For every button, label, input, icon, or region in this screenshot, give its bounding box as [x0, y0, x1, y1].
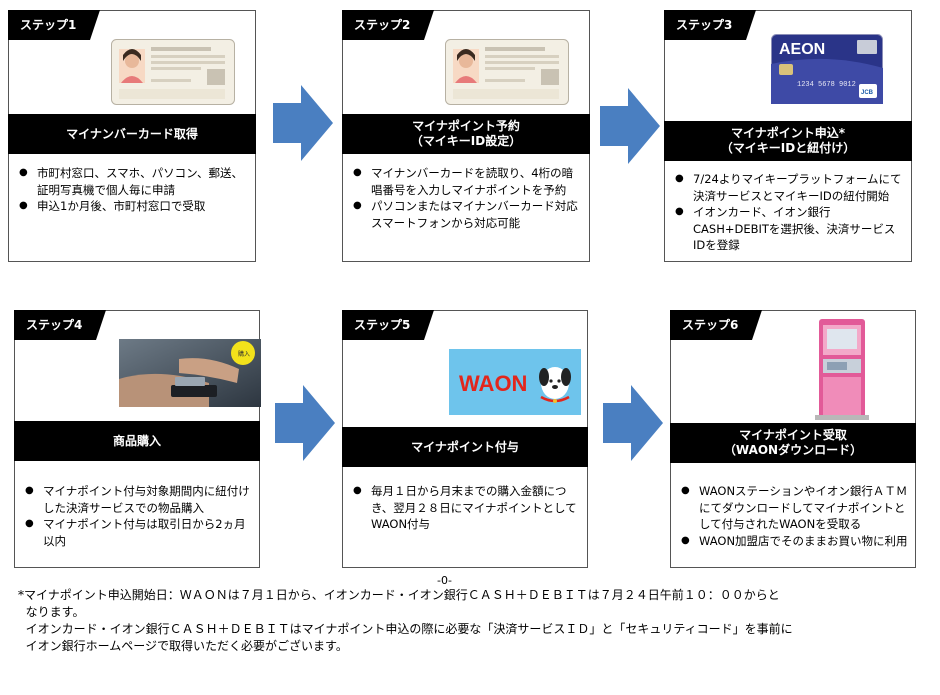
step-1-bullets: 市町村窓口、スマホ、パソコン、郵送、証明写真機で個人毎に申請 申込1か月後、市町… — [17, 165, 249, 215]
footnote: *マイナポイント申込開始日：ＷＡＯＮは７月１日から、イオンカード・イオン銀行ＣＡ… — [18, 587, 928, 655]
list-item: 7/24よりマイキープラットフォームにて決済サービスとマイキーIDの紐付開始 — [673, 171, 905, 204]
jcb-logo: JCB — [861, 90, 874, 96]
step-5-title: マイナポイント付与 — [342, 427, 588, 467]
waon-station-image — [809, 315, 875, 421]
list-item: マイナポイント付与は取引日から2ヵ月以内 — [23, 516, 253, 549]
waon-wordmark: WAON — [459, 371, 527, 396]
card-number: 1234 5678 9012 — [797, 81, 856, 89]
arrow-right-icon — [603, 385, 663, 461]
my-number-card-image — [445, 39, 569, 105]
purchase-badge: 購入 — [238, 350, 250, 358]
step-2-box: ステップ2 マイナポイント予約 （マイキーID設定） マイナンバーカードを読取り… — [342, 10, 590, 262]
step-1-title: マイナンバーカード取得 — [8, 114, 256, 154]
step-4-title: 商品購入 — [14, 421, 260, 461]
list-item: パソコンまたはマイナンバーカード対応スマートフォンから対応可能 — [351, 198, 583, 231]
step-6-box: ステップ6 マイナポイント受取 （WAONダウンロード） WAONステーションや… — [670, 310, 916, 568]
aeon-logo: AEON — [779, 41, 825, 58]
step-3-tab: ステップ3 — [664, 10, 757, 40]
footnote-line: *マイナポイント申込開始日：ＷＡＯＮは７月１日から、イオンカード・イオン銀行ＣＡ… — [18, 588, 780, 602]
footnote-line: イオン銀行ホームページで取得いただく必要がございます。 — [18, 639, 348, 653]
page-number: -0- — [437, 574, 452, 587]
arrow-right-icon — [273, 85, 333, 161]
step-6-tab: ステップ6 — [670, 310, 763, 340]
step-3-box: ステップ3 AEON 1234 5678 9012 JCB マイナポイント申込*… — [664, 10, 912, 262]
waon-logo-image: WAON — [449, 349, 581, 415]
step-1-box: ステップ1 マイナンバーカード取得 市町村窓口、スマホ、パソコン、郵送、証明写真… — [8, 10, 256, 262]
step-5-bullets: 毎月１日から月末までの購入金額につき、翌月２８日にマイナポイントとしてWAON付… — [351, 483, 581, 533]
footnote-line: イオンカード・イオン銀行ＣＡＳＨ＋ＤＥＢＩＴはマイナポイント申込の際に必要な「決… — [18, 622, 793, 636]
step-4-bullets: マイナポイント付与対象期間内に紐付けした決済サービスでの物品購入 マイナポイント… — [23, 483, 253, 549]
arrow-right-icon — [600, 88, 660, 164]
step-5-tab: ステップ5 — [342, 310, 435, 340]
list-item: WAONステーションやイオン銀行ＡＴＭにてダウンロードしてマイナポイントとして付… — [679, 483, 909, 533]
my-number-card-image — [111, 39, 235, 105]
step-2-title: マイナポイント予約 （マイキーID設定） — [342, 114, 590, 154]
list-item: WAON加盟店でそのままお買い物に利用 — [679, 533, 909, 550]
step-3-bullets: 7/24よりマイキープラットフォームにて決済サービスとマイキーIDの紐付開始 イ… — [673, 171, 905, 254]
step-6-bullets: WAONステーションやイオン銀行ＡＴＭにてダウンロードしてマイナポイントとして付… — [679, 483, 909, 549]
step-5-box: ステップ5 WAON マイナポイント付与 毎月１日から月末までの購入金額につき、… — [342, 310, 588, 568]
footnote-line: なります。 — [18, 605, 85, 619]
step-4-tab: ステップ4 — [14, 310, 107, 340]
list-item: 毎月１日から月末までの購入金額につき、翌月２８日にマイナポイントとしてWAON付… — [351, 483, 581, 533]
list-item: マイナンバーカードを読取り、4桁の暗唱番号を入力しマイナポイントを予約 — [351, 165, 583, 198]
step-2-tab: ステップ2 — [342, 10, 435, 40]
list-item: 市町村窓口、スマホ、パソコン、郵送、証明写真機で個人毎に申請 — [17, 165, 249, 198]
list-item: マイナポイント付与対象期間内に紐付けした決済サービスでの物品購入 — [23, 483, 253, 516]
step-3-title: マイナポイント申込* （マイキーIDと紐付け） — [664, 121, 912, 161]
step-4-box: ステップ4 購入 商品購入 マイナポイント付与対象期間内に紐付けした決済サービス… — [14, 310, 261, 568]
arrow-right-icon — [275, 385, 335, 461]
list-item: イオンカード、イオン銀行CASH+DEBITを選択後、決済サービスIDを登録 — [673, 204, 905, 254]
step-1-tab: ステップ1 — [8, 10, 101, 40]
step-6-title: マイナポイント受取 （WAONダウンロード） — [670, 423, 916, 463]
payment-terminal-photo: 購入 — [119, 339, 261, 407]
step-2-bullets: マイナンバーカードを読取り、4桁の暗唱番号を入力しマイナポイントを予約 パソコン… — [351, 165, 583, 231]
list-item: 申込1か月後、市町村窓口で受取 — [17, 198, 249, 215]
aeon-card-image: AEON 1234 5678 9012 JCB — [771, 34, 883, 104]
